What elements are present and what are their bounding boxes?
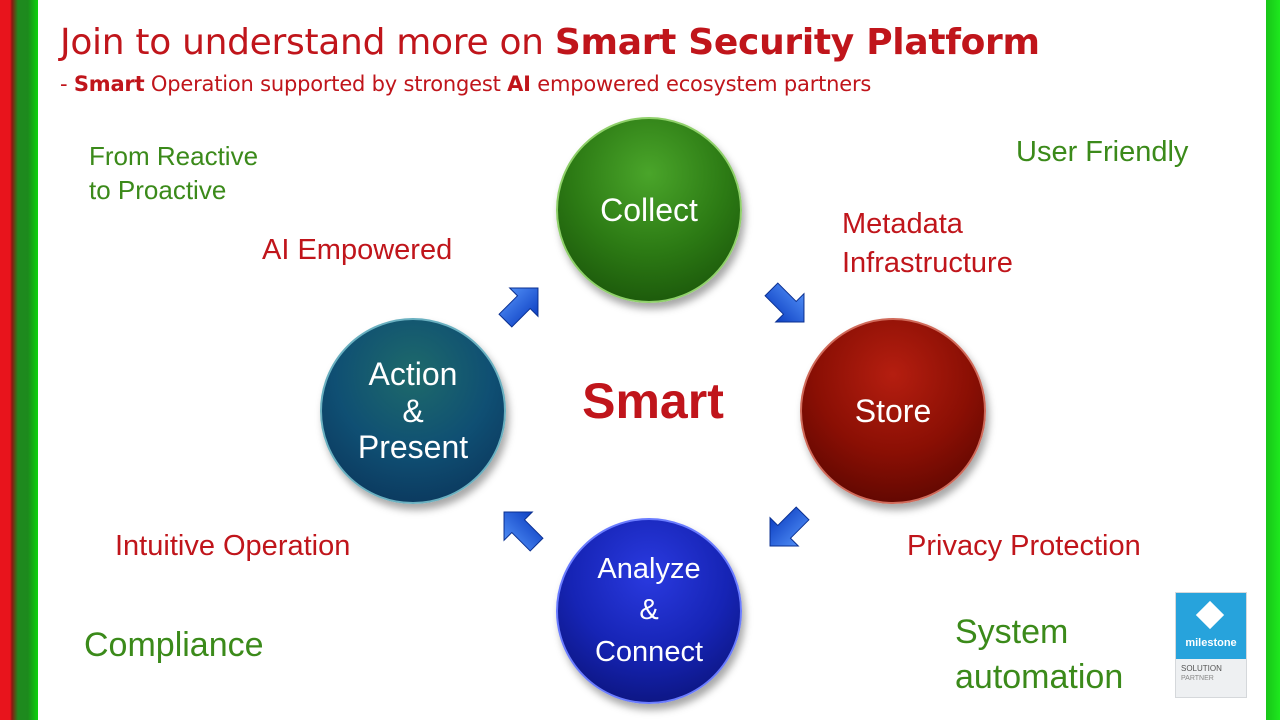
label-reactive-proactive: From Reactive to Proactive [89,141,259,205]
action-present-circle: Action & Present [320,318,506,504]
center-smart-label: Smart [582,373,724,429]
right-gradient-bar [1266,0,1280,720]
title-bold: Smart Security Platform [554,22,1040,63]
arrow-up-left-icon [503,511,544,552]
label-intuitive-operation: Intuitive Operation [115,530,351,562]
label-metadata-infrastructure: Metadata Infrastructure [842,208,1013,280]
logo-badge: milestone [1176,593,1246,659]
collect-label: Collect [600,191,698,228]
present-label: Present [357,429,469,466]
milestone-partner-logo: milestone SOLUTION PARTNER [1175,592,1247,698]
analyze-label: Analyze [597,552,701,585]
arrow-down-right-icon [764,282,805,323]
logo-wordmark: milestone [1185,637,1237,649]
label-compliance: Compliance [84,626,264,664]
left-gradient-bar [0,0,38,720]
label-user-friendly: User Friendly [1016,136,1189,168]
page-subtitle: - Smart Operation supported by strongest… [60,72,872,96]
analyze-connect-circle: Analyze & Connect [556,518,742,704]
store-circle: Store [800,318,986,504]
arrow-up-right-icon [498,287,539,328]
action-ampersand: & [402,392,424,429]
logo-solution-text: SOLUTION [1181,664,1222,673]
store-label: Store [854,392,932,429]
action-label: Action [368,355,458,392]
diamond-icon [1195,600,1225,630]
label-privacy-protection: Privacy Protection [907,530,1141,562]
page-title: Join to understand more on Smart Securit… [60,22,1040,63]
logo-partner-text: PARTNER [1181,675,1214,682]
label-system-automation: System automation [955,613,1124,696]
analyze-ampersand: & [639,594,659,627]
arrow-down-left-icon [769,506,810,547]
label-ai-empowered: AI Empowered [262,234,453,266]
connect-label: Connect [594,635,703,668]
collect-circle: Collect [556,117,742,303]
